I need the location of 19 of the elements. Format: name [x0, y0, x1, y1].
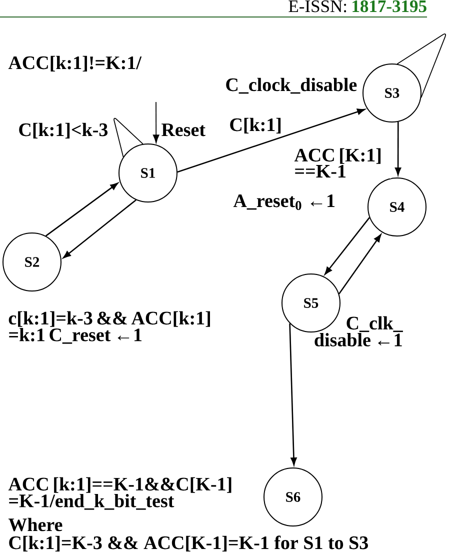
transition-arrow	[152, 102, 160, 144]
self-loop	[396, 34, 446, 98]
note-text: C[k:1]=K-3 && ACC[K-1]=K-1 for S1 to S3	[9, 536, 368, 552]
issn-number: 1817-3195	[352, 0, 426, 12]
edge-label: ACC [K:1] ==K-1	[293, 147, 392, 178]
transition-arrow	[289, 323, 297, 466]
transition-arrow	[338, 234, 382, 294]
transition-arrow	[324, 217, 370, 275]
transition-arrow	[45, 182, 118, 236]
note-text: Where	[8, 518, 62, 532]
transition-label: C_clock_disable	[226, 78, 357, 94]
edge-label: C[k:1]	[228, 116, 283, 135]
self-loop	[114, 118, 144, 158]
edge-label: C[k:1]<k-3	[17, 122, 110, 140]
transition-arrow	[395, 122, 402, 176]
edge-label: Reset	[160, 122, 206, 138]
transition-arrow	[62, 199, 136, 258]
transition-arrow	[177, 108, 365, 173]
transition-label: A_reset$_{0}$ ←1	[233, 194, 335, 210]
